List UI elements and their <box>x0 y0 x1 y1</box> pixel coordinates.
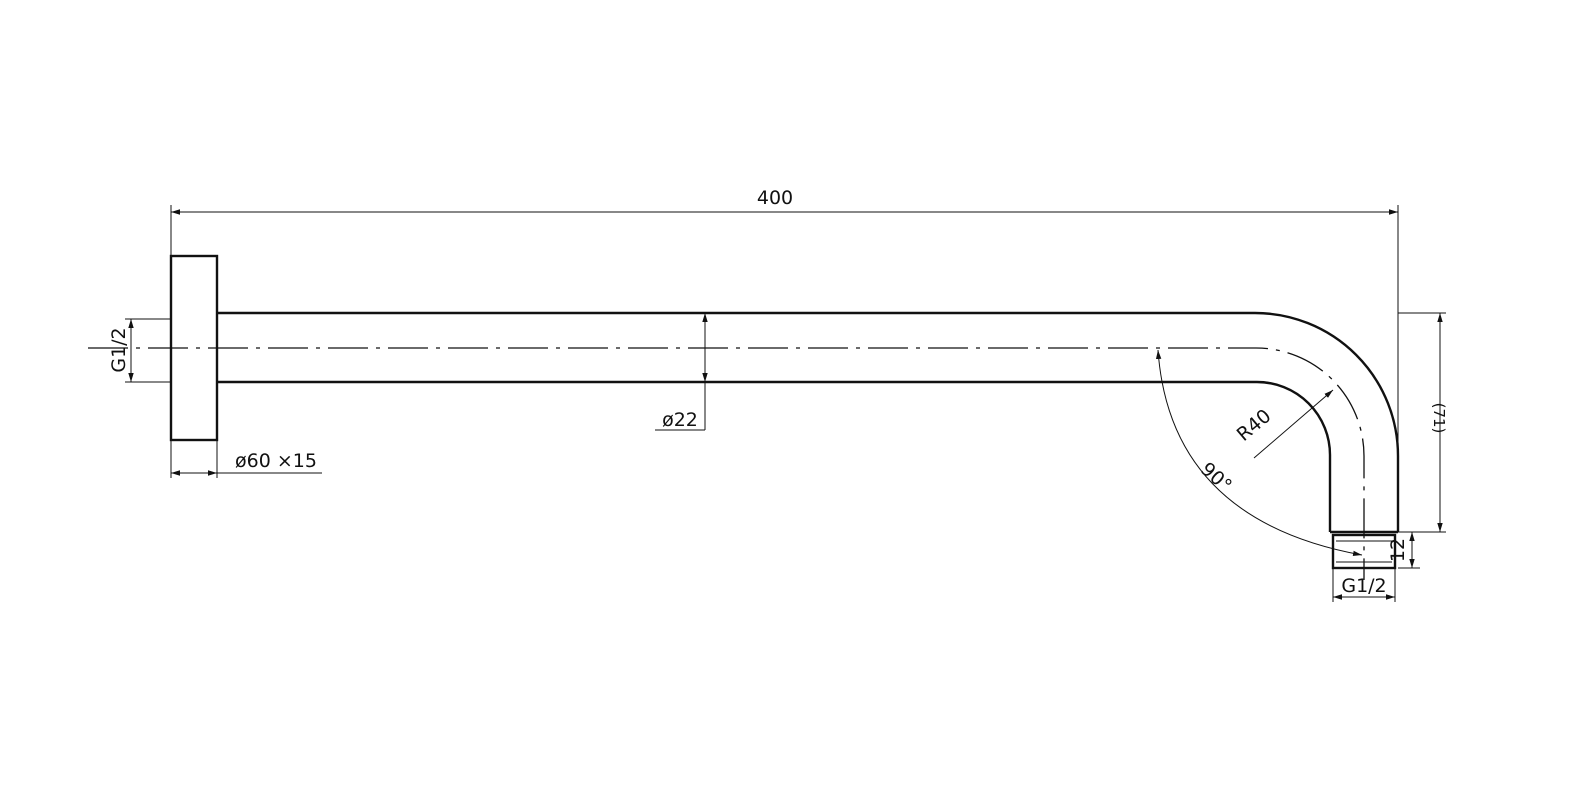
thread-length-label: 12 <box>1387 538 1409 562</box>
bend-angle-label: 90° <box>1196 458 1236 497</box>
inlet-thread-label: G1/2 <box>108 327 130 372</box>
length-label: 400 <box>757 187 793 209</box>
flange-label: ø60 ×15 <box>235 450 317 472</box>
tube-diameter-label: ø22 <box>662 409 698 431</box>
outlet-thread-label: G1/2 <box>1341 575 1386 597</box>
bend-inner-edge <box>1256 380 1332 532</box>
bend-outer-edge <box>1254 311 1400 532</box>
drop-height-label: (71) <box>1430 403 1448 434</box>
bend-radius-label: R40 <box>1233 405 1276 446</box>
centerline <box>88 347 1365 580</box>
angle-dimension-arc <box>1155 349 1363 557</box>
